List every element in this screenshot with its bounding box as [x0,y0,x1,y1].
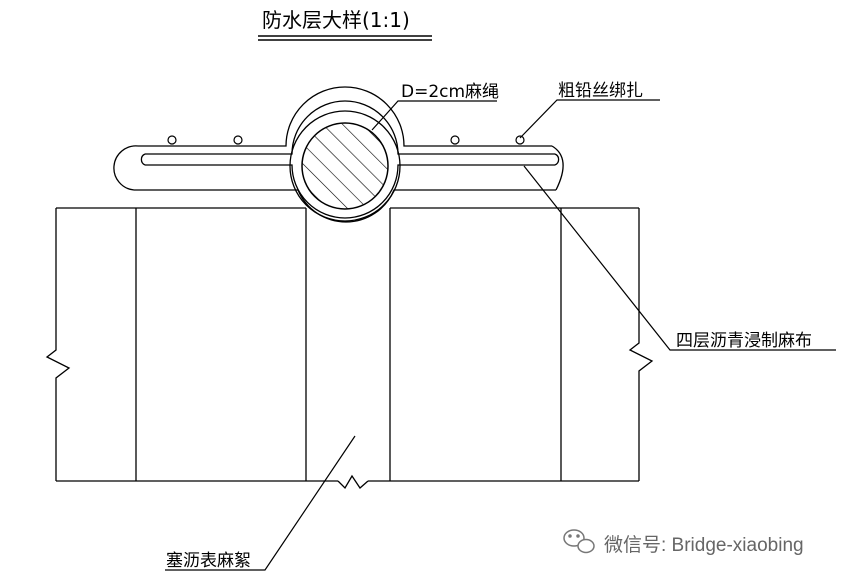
wechat-icon [563,529,595,554]
drawing-title: 防水层大样(1:1) [262,8,410,32]
hemp-rope [301,122,389,210]
wire-tie [515,135,525,145]
felt-leader [523,165,836,351]
felt-top-line [138,86,552,147]
wire-leader [519,99,660,139]
felt-inner-bottom-line [145,164,555,219]
rope-leader [371,100,497,131]
watermark: 微信号: Bridge-xiaobing [563,529,804,556]
rope-wrap-outer [289,110,401,222]
wire-ties [167,135,525,145]
watermark-text: 微信号: Bridge-xiaobing [604,534,804,556]
concrete-blocks [45,207,654,490]
felt-right-fold [554,153,560,166]
joint-bottom-break [337,474,369,490]
felt-right-end [551,145,564,191]
rope-label: D=2cm麻绳 [401,82,499,102]
wire-tie [233,135,243,145]
felt-inner-top-line [145,100,555,155]
felt-label: 四层沥青浸制麻布 [676,331,812,351]
left-edge-break [45,208,71,481]
wire-tie [450,135,460,145]
filler-leader [165,435,356,571]
felt-left-fold [140,153,146,166]
leader-lines [165,99,836,571]
wire-tie [167,135,177,145]
filler-label: 塞沥表麻絮 [166,551,251,571]
right-edge-break [628,208,654,481]
felt-left-end [113,145,139,191]
wire-label: 粗铅丝绑扎 [558,81,643,101]
